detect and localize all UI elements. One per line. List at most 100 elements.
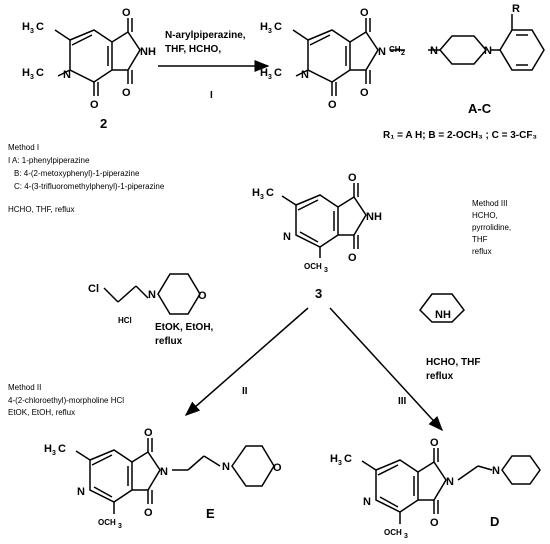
step-III-label: III xyxy=(398,396,407,407)
methyl-subscript: 3 xyxy=(338,460,342,467)
methyl-carbon: C xyxy=(58,443,66,455)
oxygen-label: O xyxy=(360,7,369,19)
methyl-carbon: C xyxy=(344,453,352,465)
method-II-title: Method II xyxy=(8,383,41,392)
compound-d-number: D xyxy=(490,514,499,529)
compound-ac-structure xyxy=(292,14,545,96)
method-I-item-b: B: 4-(2-metoxyphenyl)-1-piperazine xyxy=(14,169,140,178)
n-methyl-label: H xyxy=(260,67,268,79)
reaction-arrow-II xyxy=(184,307,309,416)
hcl-label: HCl xyxy=(118,316,132,325)
method-I-block: Method I I A: 1-phenylpiperazine B: 4-(2… xyxy=(8,143,165,214)
chlorine-label: Cl xyxy=(88,283,99,295)
compound-3-atoms: H 3 C O NH O N OCH 3 xyxy=(252,172,382,274)
method-I-item-a: I A: 1-phenylpiperazine xyxy=(8,156,90,165)
imide-nh-label: NH xyxy=(366,211,382,223)
compound-d-structure xyxy=(361,448,541,524)
n-methyl-carbon: C xyxy=(274,67,282,79)
step-I-label: I xyxy=(210,90,213,101)
methyl-subscript: 3 xyxy=(30,28,34,35)
methyl-carbon: C xyxy=(274,21,282,33)
imide-nitrogen-label: N xyxy=(446,476,454,488)
compound-3-number: 3 xyxy=(315,286,322,301)
methyl-subscript: 3 xyxy=(52,450,56,457)
morpholine-conditions-2: reflux xyxy=(155,336,183,347)
oxygen-label: O xyxy=(328,99,337,111)
method-I-item-c: C: 4-(3-trifluoromethylphenyl)-1-piperaz… xyxy=(14,182,165,191)
piperazine-n4-label: N xyxy=(484,45,492,57)
morpholine-oxygen-label: O xyxy=(198,290,207,302)
r-substituent-label: R xyxy=(512,3,520,15)
pyridine-nitrogen-label: N xyxy=(363,496,371,508)
methyl-label: H xyxy=(252,187,260,199)
pyrrolidine-nitrogen-label: N xyxy=(492,465,500,477)
methyl-carbon: C xyxy=(266,187,274,199)
morpholine-conditions-1: EtOK, EtOH, xyxy=(155,322,214,333)
oxygen-label: O xyxy=(360,87,369,99)
imide-nitrogen-label: N xyxy=(160,466,168,478)
methyl-carbon: C xyxy=(36,21,44,33)
oxygen-label: O xyxy=(348,172,357,184)
morpholine-reagent-atoms: Cl N O HCl xyxy=(88,283,207,325)
morpholine-oxygen-label: O xyxy=(273,462,282,474)
oxygen-label: O xyxy=(430,517,439,529)
pyrrolidine-nh-label: NH xyxy=(435,309,451,321)
method-III-line3: THF xyxy=(472,235,488,244)
compound-e-number: E xyxy=(206,506,215,521)
methyl-label: H xyxy=(260,21,268,33)
oxygen-label: O xyxy=(348,252,357,264)
compound-2-atoms: H 3 C O NH O N H 3 C O xyxy=(22,7,156,111)
reaction-arrow-III xyxy=(329,307,444,432)
methoxy-subscript: 3 xyxy=(404,533,408,539)
method-II-line1: 4-(2-chloroethyl)-morpholine HCl xyxy=(8,396,124,405)
imide-nitrogen-label: N xyxy=(378,46,386,58)
method-I-title: Method I xyxy=(8,143,39,152)
morpholine-nitrogen-label: N xyxy=(148,289,156,301)
ring-nitrogen-label: N xyxy=(301,69,309,81)
methyl-label: H xyxy=(330,453,338,465)
step-II-label: II xyxy=(242,386,248,397)
method-III-line1: HCHO, xyxy=(472,211,498,220)
methoxy-label: OCH xyxy=(98,518,116,527)
method-I-conditions: HCHO, THF, reflux xyxy=(8,205,75,214)
methoxy-label: OCH xyxy=(384,528,402,537)
pyrrolidine-conditions-1: HCHO, THF xyxy=(426,357,480,368)
morpholine-nitrogen-label: N xyxy=(222,461,230,473)
substituent-definitions: R₁ = A H; B = 2-OCH₃ ; C = 3-CF₃ xyxy=(383,130,537,141)
ch2-subscript: 2 xyxy=(401,50,405,57)
methoxy-subscript: 3 xyxy=(118,523,122,530)
compound-ac-atoms: H 3 C O N CH 2 O N H 3 C O N N R xyxy=(260,3,520,111)
oxygen-label: O xyxy=(144,427,153,439)
morpholine-reagent-structure xyxy=(103,273,201,315)
n-methyl-subscript: 3 xyxy=(30,74,34,81)
method-II-block: Method II 4-(2-chloroethyl)-morpholine H… xyxy=(8,383,124,417)
compound-2-number: 2 xyxy=(100,116,107,131)
ring-nitrogen-label: N xyxy=(63,69,71,81)
methyl-label: H xyxy=(22,21,30,33)
methyl-subscript: 3 xyxy=(268,28,272,35)
compound-e-structure xyxy=(75,438,275,514)
ch2-label: CH xyxy=(389,45,401,54)
pyrrolidine-conditions-2: reflux xyxy=(426,371,454,382)
n-methyl-label: H xyxy=(22,67,30,79)
pyrrolidine-reagent-structure xyxy=(419,293,465,323)
oxygen-label: O xyxy=(430,437,439,449)
methyl-label: H xyxy=(44,443,52,455)
methyl-subscript: 3 xyxy=(260,194,264,201)
pyridine-nitrogen-label: N xyxy=(77,486,85,498)
oxygen-label: O xyxy=(122,87,131,99)
method-II-line2: EtOK, EtOH, reflux xyxy=(8,408,75,417)
method-III-title: Method III xyxy=(472,199,508,208)
compound-2-structure xyxy=(54,18,141,96)
methoxy-label: OCH xyxy=(304,262,322,271)
compound-ac-number: A-C xyxy=(468,101,492,116)
oxygen-label: O xyxy=(122,7,131,19)
n-methyl-subscript: 3 xyxy=(268,74,272,81)
method-III-line4: reflux xyxy=(472,247,492,256)
oxygen-label: O xyxy=(90,99,99,111)
compound-d-atoms: H 3 C O N O N OCH 3 N xyxy=(330,437,500,540)
oxygen-label: O xyxy=(144,507,153,519)
piperazine-n1-label: N xyxy=(430,45,438,57)
